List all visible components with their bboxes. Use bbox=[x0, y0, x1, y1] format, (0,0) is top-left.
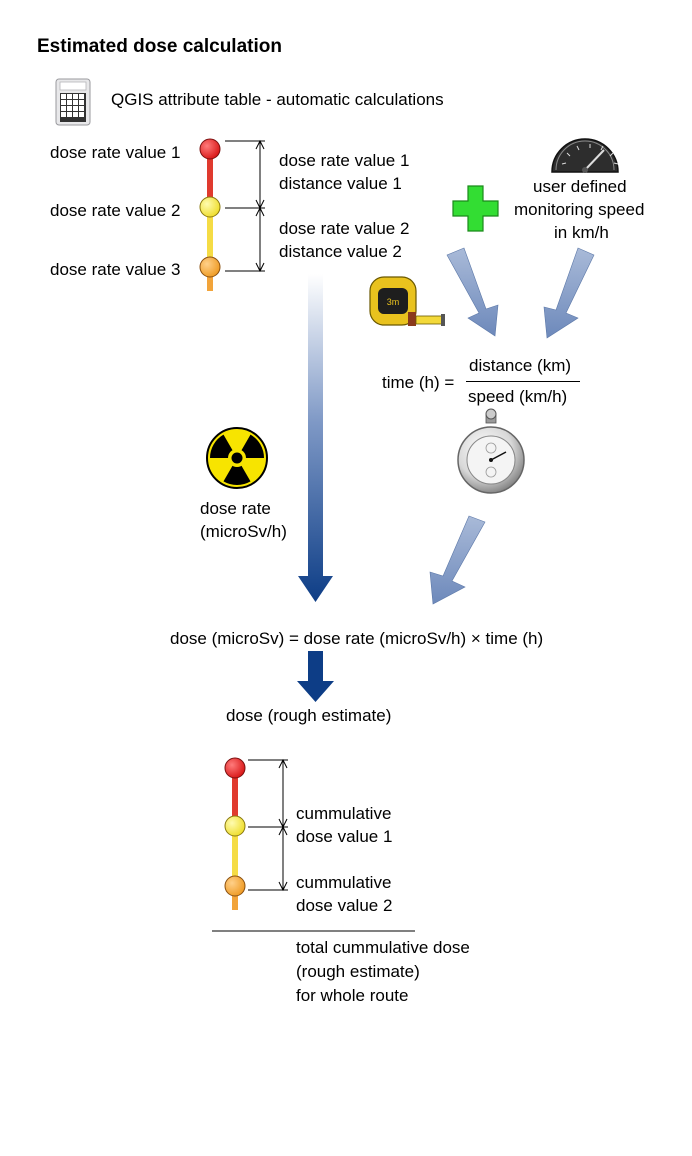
speedometer-icon bbox=[551, 138, 619, 173]
total-line-2: (rough estimate) bbox=[296, 962, 420, 981]
cumulative-2-line-2: dose value 2 bbox=[296, 896, 393, 915]
speed-text-line-2: monitoring speed bbox=[514, 200, 645, 219]
time-arrow bbox=[429, 515, 486, 605]
speed-text-line-3: in km/h bbox=[554, 223, 609, 242]
page-title: Estimated dose calculation bbox=[37, 36, 282, 57]
segment-2-distance: distance value 2 bbox=[279, 242, 402, 261]
dose-rate-label-line-2: (microSv/h) bbox=[200, 522, 287, 541]
plus-icon bbox=[452, 185, 499, 232]
route-bar-bottom bbox=[224, 757, 246, 910]
segment-dimension-lines-top bbox=[225, 139, 265, 273]
dose-result: dose (rough estimate) bbox=[226, 706, 392, 725]
speed-arrow bbox=[543, 247, 595, 339]
distance-arrow bbox=[446, 247, 499, 337]
tape-measure-icon: 3m bbox=[369, 276, 445, 326]
svg-text:3m: 3m bbox=[387, 297, 400, 307]
route-bar-top bbox=[199, 138, 221, 291]
time-formula-numerator: distance (km) bbox=[469, 356, 572, 375]
route-point-label-1: dose rate value 1 bbox=[50, 143, 181, 162]
segment-1-dose-rate: dose rate value 1 bbox=[279, 151, 410, 170]
dose-formula: dose (microSv) = dose rate (microSv/h) ×… bbox=[170, 629, 544, 648]
radiation-icon bbox=[206, 427, 268, 489]
speed-text-line-1: user defined bbox=[533, 177, 627, 196]
fraction-bar bbox=[466, 381, 580, 383]
dose-rate-label-line-1: dose rate bbox=[200, 499, 271, 518]
segment-1-distance: distance value 1 bbox=[279, 174, 402, 193]
segment-2-dose-rate: dose rate value 2 bbox=[279, 219, 410, 238]
segment-dimension-lines-bottom bbox=[248, 758, 288, 892]
time-formula-lhs: time (h) = bbox=[382, 373, 455, 392]
route-point-label-2: dose rate value 2 bbox=[50, 201, 181, 220]
calculator-icon bbox=[55, 78, 91, 126]
subtitle: QGIS attribute table - automatic calcula… bbox=[111, 90, 444, 109]
result-arrow bbox=[297, 651, 334, 702]
total-line-1: total cummulative dose bbox=[296, 938, 470, 957]
cumulative-1-line-2: dose value 1 bbox=[296, 827, 393, 846]
dose-rate-arrow bbox=[298, 274, 333, 602]
cumulative-2-line-1: cummulative bbox=[296, 873, 392, 892]
stopwatch-icon bbox=[457, 408, 525, 494]
total-line-3: for whole route bbox=[296, 986, 409, 1005]
cumulative-1-line-1: cummulative bbox=[296, 804, 392, 823]
time-formula-denominator: speed (km/h) bbox=[468, 387, 568, 406]
route-point-label-3: dose rate value 3 bbox=[50, 260, 181, 279]
